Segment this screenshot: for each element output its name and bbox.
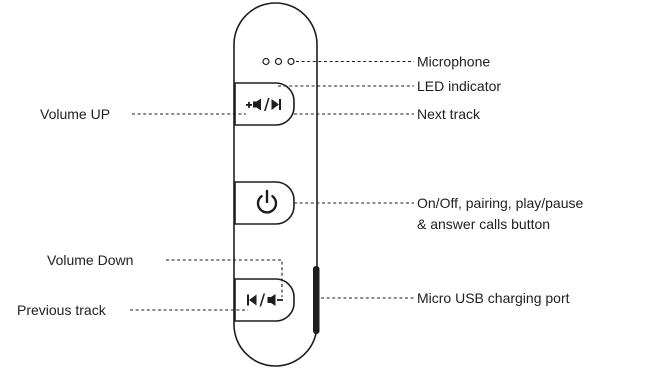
label-power-line1: On/Off, pairing, play/pause (417, 195, 583, 211)
label-volume-up: Volume UP (40, 106, 110, 122)
label-previous-track: Previous track (17, 302, 107, 318)
power-button[interactable] (234, 181, 295, 225)
label-next-track: Next track (417, 106, 481, 122)
previous-track-volume-down-icon (247, 293, 283, 307)
label-usb-port: Micro USB charging port (417, 290, 570, 306)
label-power-line2: & answer calls button (417, 216, 550, 232)
label-volume-down: Volume Down (47, 252, 133, 268)
microphone-holes (262, 57, 295, 66)
volume-up-next-track-button[interactable] (234, 82, 295, 126)
leader-volume-down (166, 259, 283, 297)
label-microphone: Microphone (417, 54, 490, 70)
power-icon (256, 189, 278, 214)
volume-up-next-track-icon (246, 98, 281, 111)
usb-port-bar (313, 266, 320, 334)
label-led-indicator: LED indicator (417, 78, 501, 94)
previous-track-volume-down-button[interactable] (234, 278, 295, 322)
